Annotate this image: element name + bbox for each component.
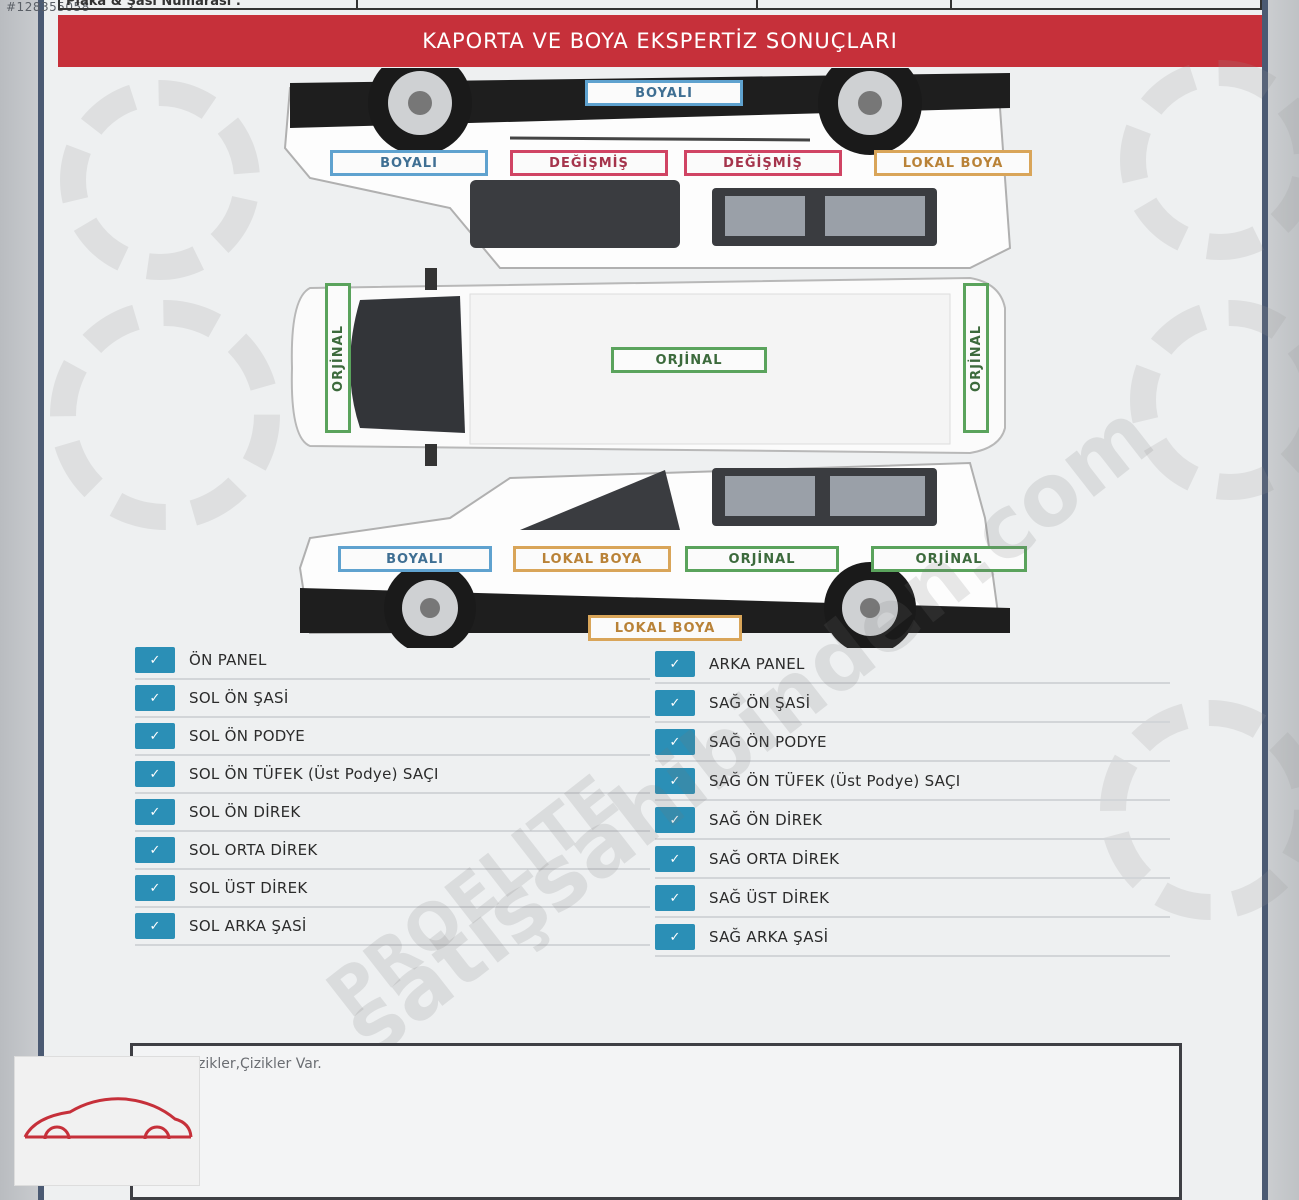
roof-status-tag: ORJİNAL [611,347,767,373]
check-icon: ✓ [655,690,695,716]
check-icon: ✓ [135,723,175,749]
logo [14,1056,200,1186]
right-front-fender-status-tag: BOYALI [330,150,488,176]
checklist-label: SAĞ ORTA DİREK [709,850,840,868]
tailgate-status-tag: ORJİNAL [963,283,989,433]
checklist-row: ✓ SAĞ ÖN ŞASİ [655,685,1170,723]
checklist-label: SAĞ ÜST DİREK [709,889,830,907]
check-icon: ✓ [135,647,175,673]
plate-chassis-label: Plaka & Şasi Numarası : [66,0,241,9]
checklist-row: ✓ ARKA PANEL [655,646,1170,684]
checklist-row: ✓ SOL ÖN PODYE [135,718,650,756]
checklist-label: SAĞ ÖN TÜFEK (Üst Podye) SAÇI [709,772,961,790]
tailgate-status-label: ORJİNAL [968,324,984,392]
check-icon: ✓ [135,761,175,787]
check-icon: ✓ [655,729,695,755]
checklist-row: ✓ SOL ARKA ŞASİ [135,908,650,946]
check-icon: ✓ [135,837,175,863]
checklist-label: ARKA PANEL [709,655,805,673]
checklist-label: SOL ÖN TÜFEK (Üst Podye) SAÇI [189,765,439,783]
checklist-row: ✓ SOL ÖN DİREK [135,794,650,832]
checklist-row: ✓ SAĞ ORTA DİREK [655,841,1170,879]
checklist-row: ✓ SOL ÖN TÜFEK (Üst Podye) SAÇI [135,756,650,794]
checklist-row: ✓ SAĞ ÖN TÜFEK (Üst Podye) SAÇI [655,763,1170,801]
left-front-door-status-tag: LOKAL BOYA [513,546,671,572]
checklist-row: ✓ SOL ORTA DİREK [135,832,650,870]
checklist-row: ✓ SAĞ ÜST DİREK [655,880,1170,918]
checklist-label: SAĞ ÖN PODYE [709,733,827,751]
check-icon: ✓ [655,651,695,677]
gear-watermark-icon [60,80,260,280]
checklist-row: ✓ SOL ÖN ŞASİ [135,680,650,718]
check-icon: ✓ [655,924,695,950]
check-icon: ✓ [655,807,695,833]
check-icon: ✓ [135,913,175,939]
checklist-label: SAĞ ARKA ŞASİ [709,928,829,946]
checklist-row: ✓ ÖN PANEL [135,642,650,680]
gear-watermark-icon [50,300,280,530]
hood-status-label: ORJİNAL [330,324,346,392]
header-table: Plaka & Şasi Numarası : [58,0,1262,10]
check-icon: ✓ [655,885,695,911]
car-logo-icon [23,1097,193,1140]
checklist-label: SAĞ ÖN DİREK [709,811,823,829]
left-sill-status-tag: LOKAL BOYA [588,615,742,641]
checklist-label: SOL ÖN ŞASİ [189,689,289,707]
section-title: KAPORTA VE BOYA EKSPERTİZ SONUÇLARI [58,15,1262,67]
checklist-row: ✓ SOL ÜST DİREK [135,870,650,908]
checklist-label: ÖN PANEL [189,651,267,669]
checklist-row: ✓ SAĞ ÖN PODYE [655,724,1170,762]
right-rear-door-status-tag: DEĞİŞMİŞ [684,150,842,176]
checklist-label: SOL ARKA ŞASİ [189,917,307,935]
check-icon: ✓ [135,799,175,825]
checklist-label: SAĞ ÖN ŞASİ [709,694,811,712]
check-icon: ✓ [655,768,695,794]
image-id: #128355058 [6,0,90,14]
left-front-fender-status-tag: BOYALI [338,546,492,572]
check-icon: ✓ [135,875,175,901]
checklist-label: SOL ÖN DİREK [189,803,301,821]
left-rear-fender-status-tag: ORJİNAL [871,546,1027,572]
notes-box: Araçta Ezikler,Çizikler Var. [130,1043,1182,1200]
check-icon: ✓ [655,846,695,872]
checklist-row: ✓ SAĞ ÖN DİREK [655,802,1170,840]
hood-status-tag: ORJİNAL [325,283,351,433]
right-front-door-status-tag: DEĞİŞMİŞ [510,150,668,176]
roof-top-status-tag: BOYALI [585,80,743,106]
checklist-label: SOL ÖN PODYE [189,727,306,745]
right-rear-fender-status-tag: LOKAL BOYA [874,150,1032,176]
check-icon: ✓ [135,685,175,711]
checklist-row: ✓ SAĞ ARKA ŞASİ [655,919,1170,957]
checklist-label: SOL ÜST DİREK [189,879,308,897]
left-rear-door-status-tag: ORJİNAL [685,546,839,572]
checklist-label: SOL ORTA DİREK [189,841,318,859]
